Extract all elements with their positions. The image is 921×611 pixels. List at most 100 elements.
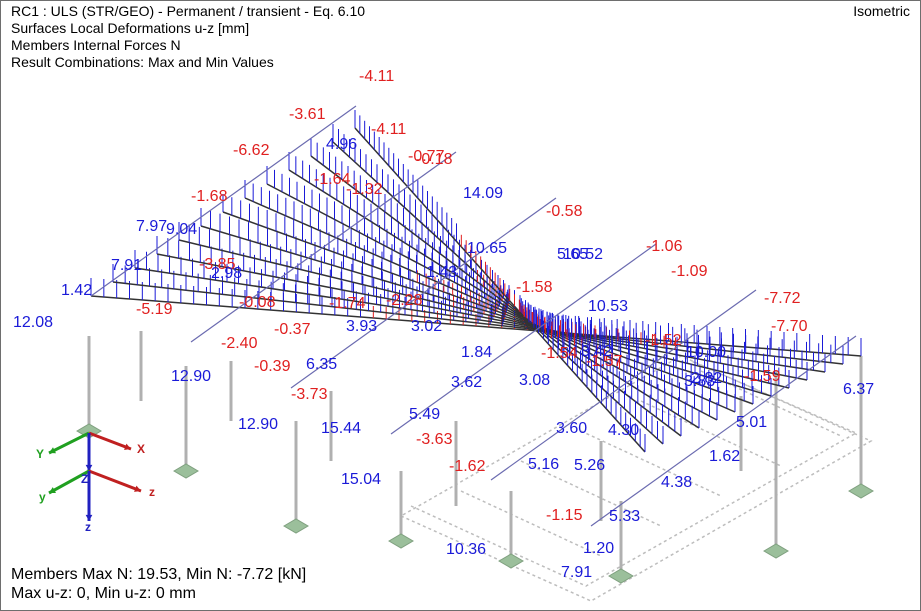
force-label-negative: -2.28 [386, 292, 423, 309]
force-label-positive: 3.93 [346, 318, 377, 335]
floor-line-4 [580, 430, 722, 497]
force-label-positive: 1.62 [709, 448, 740, 465]
local-x-arrow-head [134, 485, 141, 492]
force-label-positive: 9.04 [166, 221, 197, 238]
force-label-positive: 5.16 [528, 456, 559, 473]
support-2 [283, 518, 309, 534]
load-combination-title: RC1 : ULS (STR/GEO) - Permanent / transi… [11, 3, 366, 19]
support-4 [763, 543, 789, 559]
cross-0 [90, 105, 357, 297]
force-label-positive: 1.20 [583, 540, 614, 557]
force-label-negative: -3.63 [416, 431, 453, 448]
supports [76, 423, 874, 584]
force-label-positive: 10.00 [686, 344, 726, 361]
force-label-negative: -3.61 [289, 106, 326, 123]
force-label-negative: -1.58 [516, 279, 553, 296]
columns [87, 331, 863, 576]
force-label-positive: 5.26 [574, 457, 605, 474]
force-label-negative: -1.52 [645, 332, 682, 349]
force-label-positive: 6.35 [306, 356, 337, 373]
force-label-positive: 14.09 [463, 185, 503, 202]
force-label-negative: -1.57 [586, 353, 623, 370]
force-label-positive: 7.91 [111, 257, 142, 274]
support-7 [388, 533, 414, 549]
force-label-negative: -1.54 [541, 345, 578, 362]
force-label-negative: -1.59 [744, 368, 781, 385]
force-label-positive: 10.36 [446, 541, 486, 558]
force-label-negative: -1.74 [329, 295, 366, 312]
force-label-negative: -3.73 [291, 386, 328, 403]
axis-label-Y: Y [36, 447, 44, 461]
support-6 [608, 568, 634, 584]
force-label-positive: 4.96 [326, 136, 357, 153]
force-label-positive: 5.33 [609, 508, 640, 525]
force-label-positive: 3.08 [519, 372, 550, 389]
member-result-type: Members Internal Forces N [11, 37, 181, 53]
force-label-positive: 3.83 [684, 373, 715, 390]
cross-4 [490, 289, 757, 481]
force-label-negative: -1.68 [191, 188, 228, 205]
floor-line-0 [399, 355, 873, 602]
cross-2 [290, 197, 557, 389]
global-x-arrow-head [124, 443, 131, 450]
force-label-negative: -0.08 [239, 294, 276, 311]
local-z-arrow-head [85, 514, 93, 521]
axis-label-X: X [137, 442, 145, 456]
global-y-arrow [48, 431, 90, 455]
force-label-positive: 5.49 [409, 406, 440, 423]
force-label-positive: 7.97 [136, 218, 167, 235]
force-label-positive: 15.04 [341, 471, 381, 488]
force-label-negative: -7.70 [771, 318, 808, 335]
force-label-positive: 4.38 [661, 474, 692, 491]
force-label-negative: -2.40 [221, 335, 258, 352]
force-label-positive: 10.65 [467, 240, 507, 257]
force-label-positive: 2.98 [211, 265, 242, 282]
floor-line-3 [520, 460, 662, 527]
global-z-arrow-head [85, 464, 93, 471]
surface-result-type: Surfaces Local Deformations u-z [mm] [11, 20, 250, 36]
force-label-positive: 12.08 [13, 314, 53, 331]
force-label-negative: -0.39 [254, 358, 291, 375]
support-5 [848, 483, 874, 499]
force-label-negative: -0.18 [416, 151, 453, 168]
force-label-negative: -1.15 [546, 507, 583, 524]
force-label-negative: -6.62 [233, 142, 270, 159]
force-label-positive: 5.01 [736, 414, 767, 431]
force-label-negative: -1.62 [449, 458, 486, 475]
force-label-positive: 12.90 [171, 368, 211, 385]
beams [90, 110, 862, 453]
axis-label-local-z-down: z [85, 520, 91, 534]
global-x-arrow [88, 431, 132, 451]
local-y-arrow-head [49, 487, 56, 493]
result-combination-type: Result Combinations: Max and Min Values [11, 54, 274, 70]
force-label-negative: -3.85 [199, 256, 236, 273]
deformation-extremes-summary: Max u-z: 0, Min u-z: 0 mm [11, 585, 196, 602]
force-label-negative: -0.77 [408, 148, 445, 165]
cross-5 [590, 335, 857, 527]
members-extremes-summary: Members Max N: 19.53, Min N: -7.72 [kN] [11, 566, 307, 583]
force-label-positive: 3.60 [556, 420, 587, 437]
force-label-positive: 3.62 [451, 374, 482, 391]
axis-label-local-y: y [39, 490, 46, 504]
force-label-negative: -4.11 [359, 68, 394, 85]
force-label-positive: 1.42 [61, 282, 92, 299]
cross-members [90, 105, 857, 527]
force-label-positive: 1.43 [426, 264, 457, 281]
force-label-negative: -1.32 [346, 181, 383, 198]
force-label-positive: 3.02 [411, 318, 442, 335]
floor-line-5 [640, 400, 782, 467]
force-labels: -4.11-3.61-4.11-0.18-6.62-0.58-1.06-1.09… [13, 68, 874, 581]
force-label-positive: 6.37 [843, 381, 874, 398]
force-label-positive: 10.52 [563, 246, 603, 263]
force-label-positive: 1.84 [461, 344, 492, 361]
global-y-arrow-head [49, 447, 56, 454]
force-label-negative: -4.11 [371, 121, 406, 138]
lower-frame [399, 355, 873, 602]
floor-line-1 [410, 360, 858, 587]
force-label-positive: 4.30 [608, 422, 639, 439]
axis-label-local-z: z [149, 485, 155, 499]
force-label-negative: -1.09 [671, 263, 708, 280]
